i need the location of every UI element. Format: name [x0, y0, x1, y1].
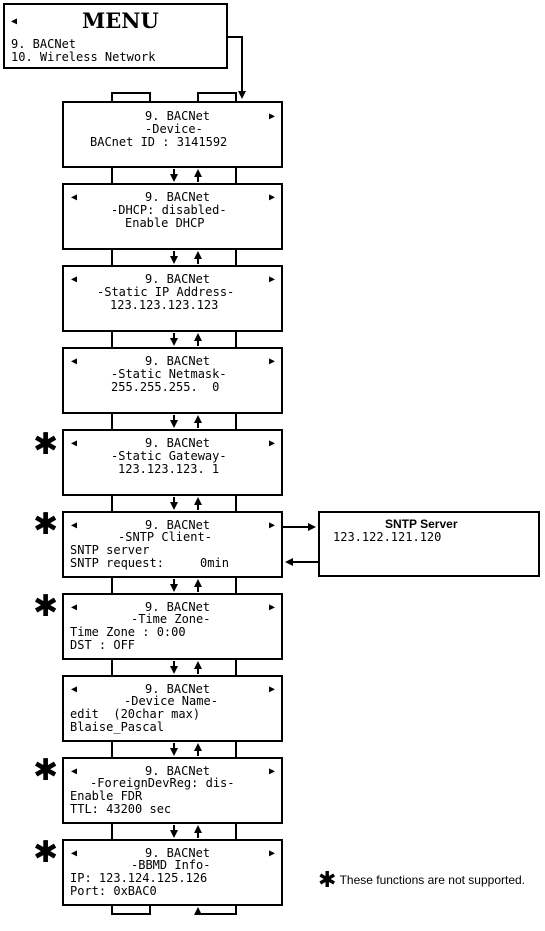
screen-line: 9. BACNet [145, 764, 211, 778]
screen-line: Enable DHCP [125, 216, 205, 230]
left-arrow-icon: ◀ [71, 766, 78, 777]
screen-foreign-dev-reg: ◀ ▶ 9. BACNet -ForeignDevReg: dis- Enabl… [62, 757, 283, 824]
screen-line: 9. BACNet [145, 190, 211, 204]
screen-line: 9. BACNet [145, 518, 211, 532]
screen-line: 9. BACNet [145, 682, 211, 696]
screen-line: 123.123.123. 1 [118, 462, 220, 476]
screen-line: 9. BACNet [145, 354, 211, 368]
screen-line: SNTP request: 0min [70, 556, 229, 570]
right-arrow-icon: ▶ [268, 356, 275, 367]
left-arrow-icon: ◀ [71, 356, 78, 367]
screen-line: -Static Gateway- [111, 449, 227, 463]
screen-line: -ForeignDevReg: dis- [90, 776, 235, 790]
right-arrow-icon: ▶ [268, 438, 275, 449]
right-arrow-icon: ▶ [268, 111, 275, 122]
wrap-loop-line [111, 92, 151, 101]
screen-line: edit (20char max) [70, 707, 201, 721]
left-arrow-icon: ◀ [11, 16, 18, 27]
unsupported-asterisk-icon: ✱ [33, 753, 59, 788]
right-arrow-icon: ▶ [268, 766, 275, 777]
right-arrow-icon: ▶ [268, 274, 275, 285]
screen-line: 9. BACNet [145, 846, 211, 860]
screen-line: -DHCP: disabled- [111, 203, 227, 217]
sntp-server-box: SNTP Server 123.122.121.120 [318, 511, 540, 577]
unsupported-asterisk-icon: ✱ [33, 589, 59, 624]
screen-line: -Device- [145, 122, 203, 136]
menu-title: MENU [82, 8, 159, 33]
left-arrow-icon: ◀ [71, 274, 78, 285]
screen-static-ip: ◀ ▶ 9. BACNet -Static IP Address- 123.12… [62, 265, 283, 332]
right-arrow-icon: ▶ [268, 848, 275, 859]
left-arrow-icon: ◀ [71, 192, 78, 203]
screen-bbmd-info: ◀ ▶ 9. BACNet -BBMD Info- IP: 123.124.12… [62, 839, 283, 906]
unsupported-asterisk-icon: ✱ [33, 427, 59, 462]
screen-line: 123.123.123.123 [110, 298, 219, 312]
menu-item-bacnet: 9. BACNet [11, 37, 77, 51]
screen-line: DST : OFF [70, 638, 136, 652]
sntp-server-title: SNTP Server [385, 517, 458, 531]
screen-line: 9. BACNet [145, 436, 211, 450]
wrap-loop-line [111, 906, 151, 915]
screen-line: 9. BACNet [145, 600, 211, 614]
left-arrow-icon: ◀ [71, 438, 78, 449]
right-arrow-icon: ▶ [268, 602, 275, 613]
screen-line: 9. BACNet [145, 109, 211, 123]
screen-line: 9. BACNet [145, 272, 211, 286]
right-arrow-icon: ▶ [268, 684, 275, 695]
unsupported-asterisk-icon: ✱ [33, 507, 59, 542]
screen-line: TTL: 43200 sec [70, 802, 172, 816]
screen-line: BACnet ID : 3141592 [90, 135, 228, 149]
screen-line: Enable FDR [70, 789, 143, 803]
screen-static-gateway: ◀ ▶ 9. BACNet -Static Gateway- 123.123.1… [62, 429, 283, 496]
legend-note: ✱ These functions are not supported. [318, 870, 526, 892]
screen-device: ▶ 9. BACNet -Device- BACnet ID : 3141592 [62, 101, 283, 168]
screen-line: IP: 123.124.125.126 [70, 871, 208, 885]
screen-line: -BBMD Info- [131, 858, 211, 872]
left-arrow-icon: ◀ [71, 602, 78, 613]
screen-static-netmask: ◀ ▶ 9. BACNet -Static Netmask- 255.255.2… [62, 347, 283, 414]
unsupported-asterisk-icon: ✱ [318, 868, 337, 893]
screen-line: SNTP server [70, 543, 150, 557]
screen-line: Time Zone : 0:00 [70, 625, 186, 639]
screen-dhcp: ◀ ▶ 9. BACNet -DHCP: disabled- Enable DH… [62, 183, 283, 250]
screen-line: -SNTP Client- [118, 530, 212, 544]
screen-time-zone: ◀ ▶ 9. BACNet -Time Zone- Time Zone : 0:… [62, 593, 283, 660]
screen-line: -Static IP Address- [97, 285, 235, 299]
screen-device-name: ◀ ▶ 9. BACNet -Device Name- edit (20char… [62, 675, 283, 742]
legend-note-text: These functions are not supported. [339, 873, 526, 887]
left-arrow-icon: ◀ [71, 520, 78, 531]
screen-line: -Static Netmask- [111, 367, 227, 381]
right-arrow-icon: ▶ [268, 192, 275, 203]
main-menu-screen: ◀ MENU 9. BACNet 10. Wireless Network [3, 3, 228, 69]
menu-to-device-arrow [228, 36, 246, 99]
screen-line: -Time Zone- [131, 612, 211, 626]
sntp-server-address: 123.122.121.120 [333, 530, 442, 544]
wrap-loop-line [197, 92, 237, 101]
menu-item-wireless-network: 10. Wireless Network [11, 50, 156, 64]
wrap-loop-arrow [194, 906, 237, 915]
left-arrow-icon: ◀ [71, 848, 78, 859]
screen-line: Blaise_Pascal [70, 720, 164, 734]
screen-sntp-client: ◀ ▶ 9. BACNet -SNTP Client- SNTP server … [62, 511, 283, 578]
screen-line: Port: 0xBAC0 [70, 884, 157, 898]
unsupported-asterisk-icon: ✱ [33, 835, 59, 870]
left-arrow-icon: ◀ [71, 684, 78, 695]
screen-line: 255.255.255. 0 [111, 380, 220, 394]
right-arrow-icon: ▶ [268, 520, 275, 531]
screen-line: -Device Name- [124, 694, 218, 708]
